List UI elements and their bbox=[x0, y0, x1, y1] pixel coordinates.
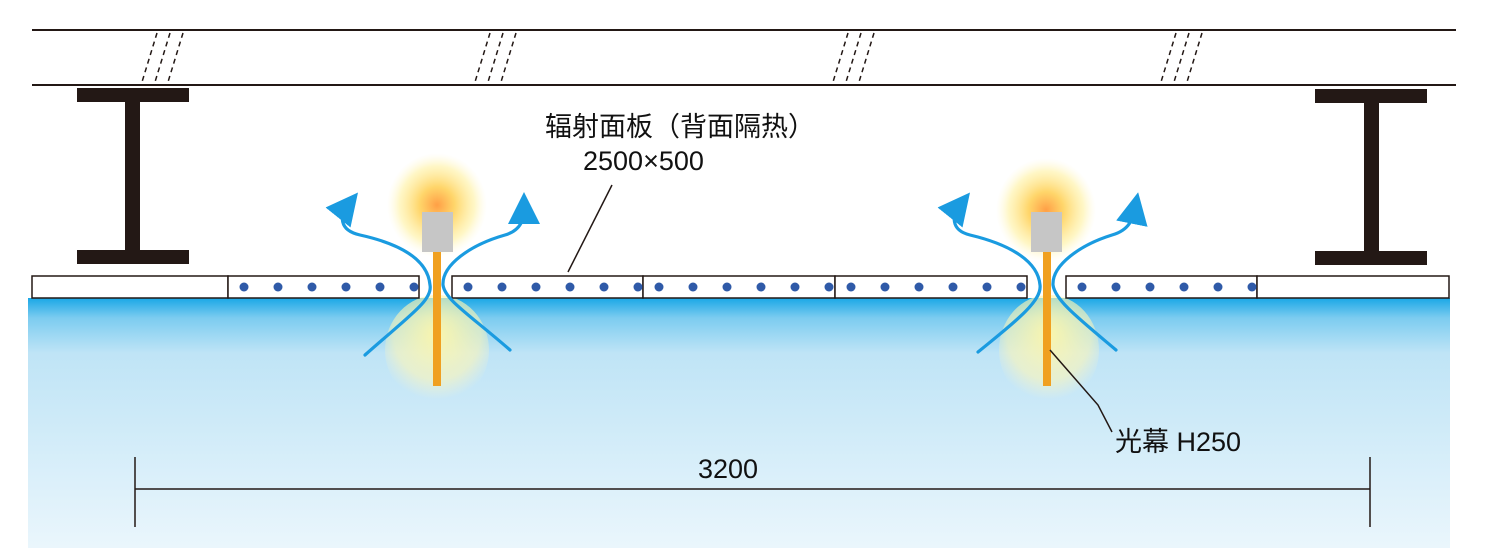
pipe-dot bbox=[790, 282, 800, 292]
radiant-panel bbox=[642, 275, 836, 299]
light-rod bbox=[433, 250, 441, 386]
radiant-panel bbox=[227, 275, 420, 299]
pipe-dot bbox=[1247, 282, 1257, 292]
airflow-arrow-icon bbox=[441, 192, 540, 352]
room-space bbox=[28, 298, 1450, 548]
airflow-right bbox=[937, 192, 1148, 354]
airflow-arrow-icon bbox=[1051, 192, 1148, 352]
pipe-dot bbox=[1213, 282, 1223, 292]
radiant-panel bbox=[1065, 275, 1258, 299]
light-curtain-right bbox=[1031, 212, 1062, 386]
pipe-dot bbox=[341, 282, 351, 292]
pipe-dots bbox=[239, 282, 1257, 292]
span-dimension bbox=[134, 457, 1371, 527]
pipe-dot bbox=[756, 282, 766, 292]
panel-leader-line bbox=[567, 184, 613, 273]
light-fixture-icon bbox=[422, 212, 453, 252]
pipe-dot bbox=[463, 282, 473, 292]
pipe-dot bbox=[273, 282, 283, 292]
pipe-dot bbox=[688, 282, 698, 292]
pipe-dot bbox=[1016, 282, 1026, 292]
radiant-panel bbox=[451, 275, 644, 299]
span-dimension-label: 3200 bbox=[698, 454, 758, 484]
pipe-dot bbox=[914, 282, 924, 292]
plain-ceiling-panel bbox=[1256, 275, 1450, 299]
i-beam-icon bbox=[77, 88, 189, 264]
pipe-dot bbox=[654, 282, 664, 292]
pipe-dot bbox=[948, 282, 958, 292]
light-curtain-left bbox=[422, 212, 453, 386]
pipe-dot bbox=[599, 282, 609, 292]
panel-size-label: 2500×500 bbox=[583, 146, 704, 176]
i-beam-icon bbox=[1315, 89, 1427, 265]
pipe-dot bbox=[307, 282, 317, 292]
pipe-dot bbox=[880, 282, 890, 292]
curtain-leader-line bbox=[1049, 349, 1113, 433]
pipe-dot bbox=[497, 282, 507, 292]
ceiling-slab bbox=[32, 29, 1456, 86]
pipe-dot bbox=[1145, 282, 1155, 292]
plain-ceiling-panel bbox=[31, 275, 229, 299]
pipe-dot bbox=[565, 282, 575, 292]
airflow-arrow-icon bbox=[937, 192, 1042, 354]
light-fixture-icon bbox=[1031, 212, 1062, 252]
pipe-dot bbox=[846, 282, 856, 292]
pipe-dot bbox=[1077, 282, 1087, 292]
pipe-dot bbox=[982, 282, 992, 292]
pipe-dot bbox=[239, 282, 249, 292]
airflow-left bbox=[325, 192, 540, 357]
radiant-panel bbox=[834, 275, 1028, 299]
pipe-dot bbox=[531, 282, 541, 292]
panel-name-label: 辐射面板（背面隔热） bbox=[545, 112, 815, 142]
airflow-arrow-icon bbox=[325, 192, 432, 357]
pipe-dot bbox=[1111, 282, 1121, 292]
light-rod bbox=[1043, 250, 1051, 386]
ceiling-panels bbox=[31, 275, 1450, 299]
pipe-dot bbox=[824, 282, 834, 292]
pipe-dot bbox=[633, 282, 643, 292]
pipe-dot bbox=[722, 282, 732, 292]
light-curtain-label: 光幕 H250 bbox=[1115, 427, 1241, 457]
pipe-dot bbox=[409, 282, 419, 292]
pipe-dot bbox=[1179, 282, 1189, 292]
slab-break-marks bbox=[141, 32, 1203, 83]
pipe-dot bbox=[375, 282, 385, 292]
